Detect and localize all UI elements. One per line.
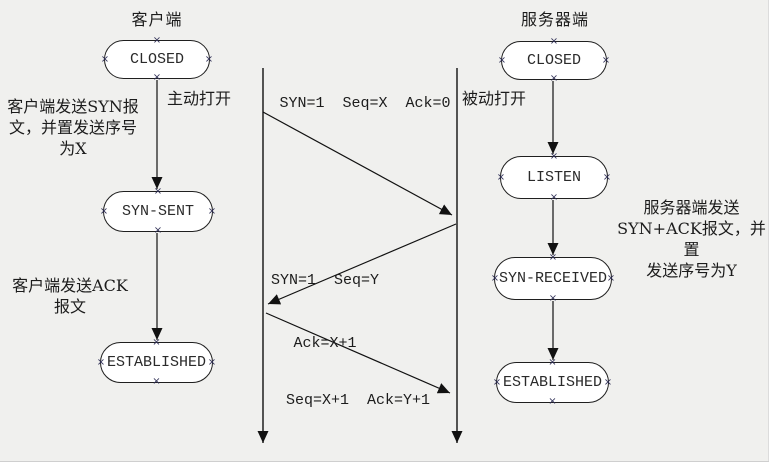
server-state-closed[interactable]: CLOSED ××××: [498, 36, 610, 83]
message-label-synack: SYN=1 Seq=Y Ack=X+1: [266, 228, 384, 396]
annotation-passive-open: 被动打开: [462, 89, 527, 108]
client-state-closed[interactable]: CLOSED ××××: [101, 35, 213, 82]
annotation-line: SYN+ACK报文，并置: [617, 219, 766, 259]
message-line: SYN=1 Seq=Y: [270, 272, 380, 289]
server-state-established[interactable]: ESTABLISHED ××××: [493, 357, 612, 406]
server-column-title: 服务器端: [520, 10, 589, 29]
message-label-ack: Seq=X+1 Ack=Y+1: [285, 392, 431, 409]
state-label: ESTABLISHED: [106, 354, 207, 371]
client-state-syn-sent[interactable]: SYN-SENT ××××: [100, 186, 216, 235]
state-label: ESTABLISHED: [502, 374, 603, 391]
annotation-line: 客户端发送SYN报: [7, 97, 139, 116]
server-state-syn-received[interactable]: SYN-RECEIVED ××××: [491, 252, 615, 303]
message-arrow-ack: [265, 312, 451, 394]
annotation-line: 为X: [59, 139, 87, 158]
message-arrow-syn: [262, 111, 453, 216]
state-label: SYN-SENT: [121, 203, 194, 220]
message-line: Ack=X+1: [293, 335, 357, 352]
annotation-line: 文，并置发送序号: [8, 118, 137, 137]
annotation-active-open: 主动打开: [167, 89, 232, 108]
state-label: LISTEN: [526, 169, 581, 186]
state-label: SYN-RECEIVED: [498, 270, 608, 287]
annotation-line: 发送序号为Y: [646, 261, 737, 280]
annotation-line: 报文: [53, 297, 86, 316]
state-label: CLOSED: [526, 52, 581, 69]
message-label-syn: SYN=1 Seq=X Ack=0: [279, 95, 451, 112]
annotation-server-sends-synack: 服务器端发送 SYN+ACK报文，并置 发送序号为Y: [614, 197, 769, 281]
message-arrow-synack: [267, 223, 457, 305]
client-column-title: 客户端: [131, 10, 183, 29]
annotation-client-sends-syn: 客户端发送SYN报 文，并置发送序号 为X: [0, 96, 146, 159]
server-state-listen[interactable]: LISTEN ××××: [497, 151, 611, 202]
annotation-client-sends-ack: 客户端发送ACK 报文: [0, 275, 140, 317]
annotation-line: 客户端发送ACK: [12, 276, 128, 295]
annotation-line: 服务器端发送: [643, 198, 740, 217]
state-label: CLOSED: [129, 51, 184, 68]
client-state-established[interactable]: ESTABLISHED ××××: [97, 337, 216, 386]
